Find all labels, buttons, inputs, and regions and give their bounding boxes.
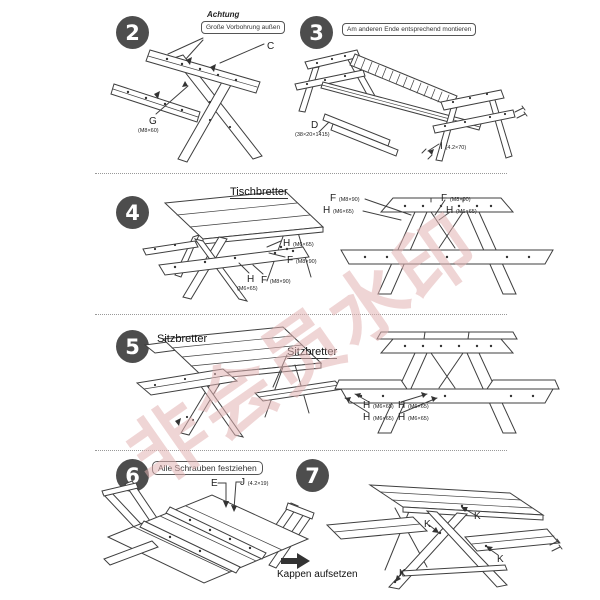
label-i: I (4.2×70) [440, 141, 467, 152]
step-4-drawing-3d [142, 190, 325, 302]
step-2-badge: 2 [116, 16, 149, 49]
step-3-drawing [294, 49, 528, 162]
label-f-4d: F (M8×90) [441, 193, 471, 204]
step-7-drawing [325, 484, 563, 590]
label-h-5c: H (M6×65) [398, 400, 429, 411]
step-6-number: 6 [125, 463, 140, 488]
step-5-badge: 5 [116, 330, 149, 363]
step-7-badge: 7 [296, 459, 329, 492]
label-h-5a: H (M6×65) [363, 400, 394, 411]
label-h-4c: H (M6×65) [323, 205, 354, 216]
achtung-title: Achtung [207, 10, 240, 19]
achtung-note-box: Große Vorbohrung außen [201, 21, 286, 34]
step-5-drawing-end-view [334, 331, 560, 434]
label-c: C [267, 41, 275, 52]
step-4-drawing-end-view [340, 197, 554, 295]
step-2-number: 2 [125, 20, 140, 45]
step-3-note-box: Am anderen Ende entsprechend montieren [342, 23, 477, 36]
label-j: J (4.2×19) [240, 477, 269, 488]
arrow-right-icon [281, 553, 310, 569]
label-f-4a: F (M8×90) [287, 255, 317, 266]
step-5-number: 5 [125, 334, 140, 359]
step-4-badge: 4 [116, 196, 149, 229]
label-g: G [149, 116, 157, 127]
sitzbretter-label-left: Sitzbretter [157, 333, 208, 345]
step-3-number: 3 [309, 20, 324, 45]
label-k-1: K [424, 519, 431, 530]
step-5-drawing-3d [135, 326, 345, 438]
label-g-size: (M8×60) [138, 128, 159, 134]
step-6-drawing [101, 480, 315, 584]
label-h-4b: H [247, 274, 255, 285]
sitzbretter-label-right: Sitzbretter [287, 346, 338, 359]
label-d: D [311, 120, 319, 131]
step-6-note-box: Alle Schrauben festziehen [152, 461, 263, 475]
label-e: E [211, 478, 218, 489]
label-h-5b: H (M6×65) [363, 412, 394, 423]
kappen-caption: Kappen aufsetzen [277, 569, 358, 580]
step-2-drawing [110, 37, 265, 163]
divider-1 [95, 173, 507, 174]
label-k-3: K [497, 554, 504, 565]
label-h-4d: H (M6×65) [446, 205, 477, 216]
label-h-4b-size: (M6×65) [237, 286, 258, 292]
label-k-4: K [399, 568, 406, 579]
tischbretter-label: Tischbretter [230, 186, 288, 199]
label-j-size: (4.2×19) [247, 481, 269, 487]
step-7-number: 7 [305, 463, 320, 488]
label-f-4b: F (M8×90) [261, 275, 291, 286]
label-d-size: (38×20×1415) [295, 132, 330, 138]
label-i-size: (4.2×70) [445, 145, 467, 151]
step-4-number: 4 [125, 200, 140, 225]
label-f-4c: F (M8×90) [330, 193, 360, 204]
label-h-5d: H (M6×65) [398, 412, 429, 423]
label-k-2: K [474, 511, 481, 522]
step-3-badge: 3 [300, 16, 333, 49]
divider-2 [95, 314, 507, 315]
divider-3 [95, 450, 507, 451]
label-h-4a: H (M6×65) [283, 238, 314, 249]
